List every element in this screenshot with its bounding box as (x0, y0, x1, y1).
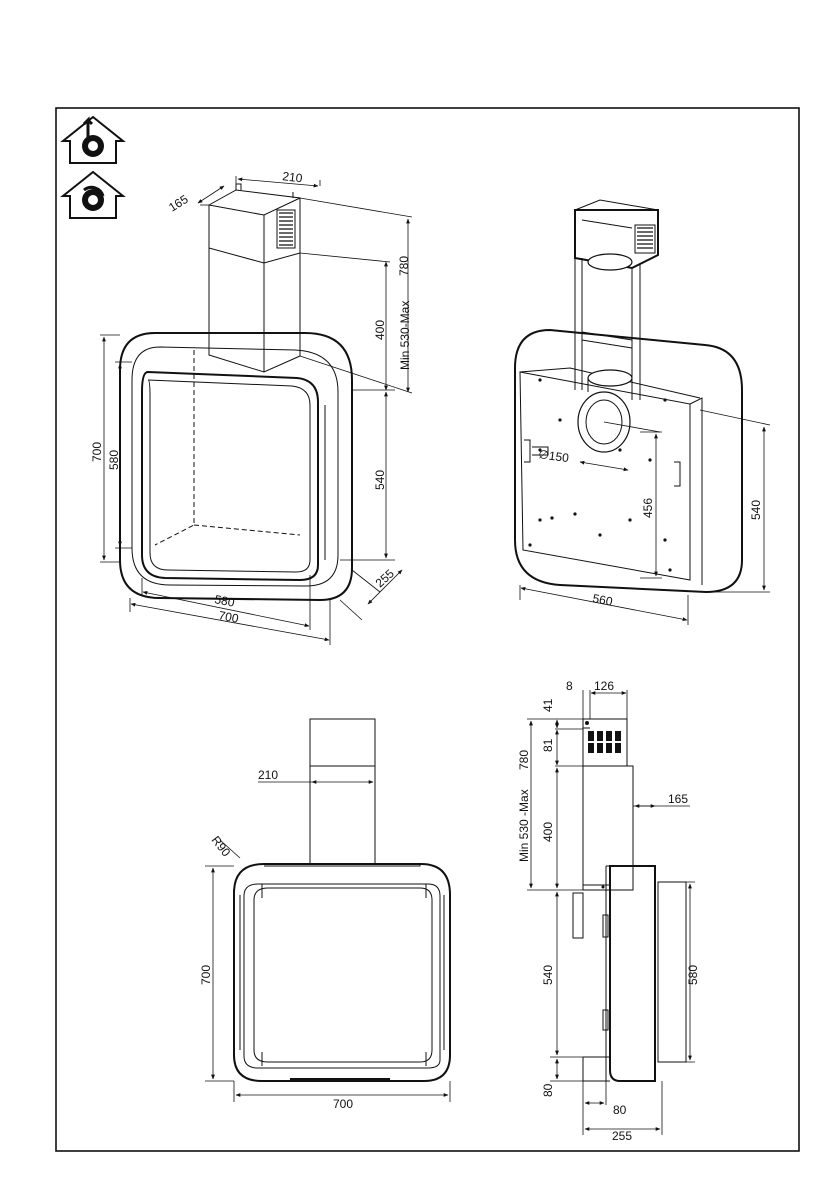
dim-80-vertical: 80 (541, 1083, 555, 1097)
dim-255: 255 (373, 566, 397, 590)
iso-front-view: 210 165 780 Min 530-Max 400 700 580 540 … (90, 169, 413, 645)
mounting-holes (528, 378, 672, 572)
recirculation-icon (60, 170, 126, 219)
ducted-exhaust-icon (60, 115, 126, 164)
dim-41: 41 (541, 698, 555, 712)
dim-580-width: 580 (213, 592, 236, 610)
dim-456: 456 (641, 498, 655, 518)
vent-grille (276, 209, 296, 249)
dim-r90: R90 (209, 833, 234, 859)
dim-580: 580 (686, 965, 700, 985)
dim-780: 780 (397, 256, 411, 276)
dim-81: 81 (541, 738, 555, 752)
dim-8: 8 (566, 679, 573, 693)
dim-560: 560 (591, 591, 614, 609)
iso-back-view: ∅150 456 540 560 (514, 199, 771, 625)
dim-126: 126 (594, 679, 614, 693)
dim-540: 540 (749, 500, 763, 520)
dim-80-horizontal: 80 (613, 1103, 627, 1117)
dim-700-width: 700 (333, 1097, 353, 1111)
front-view: 210 R90 700 700 (199, 718, 451, 1111)
dim-530-max: Min 530-Max (398, 301, 412, 370)
vent-grille (586, 731, 624, 753)
dim-255: 255 (612, 1129, 632, 1143)
dim-580-height: 580 (107, 450, 121, 470)
dim-530-max: Min 530 -Max (517, 789, 531, 862)
dim-540: 540 (541, 965, 555, 985)
dim-diameter-150: ∅150 (538, 447, 570, 465)
dim-165: 165 (668, 792, 688, 806)
drawing-frame (55, 107, 800, 1152)
vent-grille (634, 224, 656, 254)
dim-780: 780 (517, 750, 531, 770)
dim-210: 210 (282, 169, 304, 185)
dim-210: 210 (258, 768, 278, 782)
dim-700-height: 700 (199, 965, 213, 985)
dim-165: 165 (166, 192, 191, 215)
side-view: 8 126 41 81 780 Min 530 -Max 400 165 540… (517, 679, 700, 1143)
dim-400: 400 (373, 320, 387, 340)
dim-400: 400 (541, 822, 555, 842)
dim-540: 540 (373, 470, 387, 490)
dim-700-height: 700 (90, 442, 104, 462)
dim-700-width: 700 (217, 608, 240, 626)
